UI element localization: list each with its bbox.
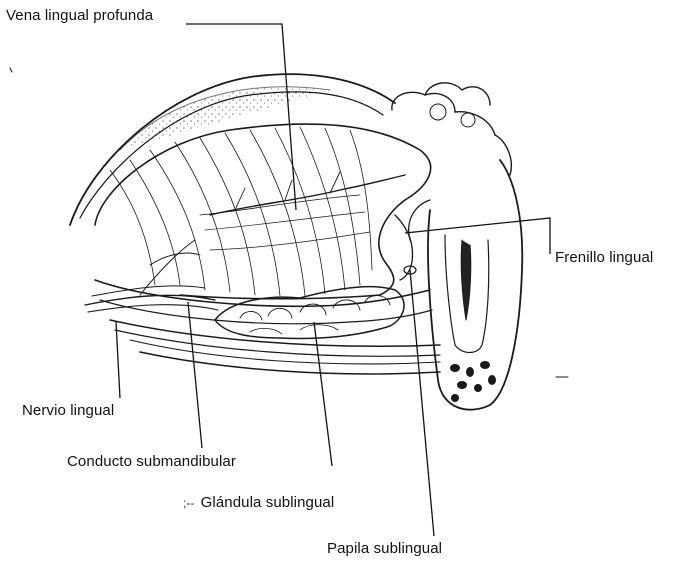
label-glandula-sublingual: ;-- Glándula sublingual	[183, 494, 334, 512]
leader-nervio-lingual	[116, 322, 120, 398]
leader-glandula-sublingual	[314, 322, 332, 466]
bracket-mark-icon: ;--	[183, 496, 195, 510]
label-papila-sublingual: Papila sublingual	[327, 540, 442, 558]
label-conducto-submandibular: Conducto submandibular	[67, 453, 236, 471]
label-vena-lingual-profunda: Vena lingual profunda	[6, 7, 153, 25]
leader-frenillo-lingual	[405, 218, 550, 254]
label-nervio-lingual: Nervio lingual	[22, 402, 114, 420]
leader-conducto-submandibular	[188, 302, 202, 448]
label-glandula-sublingual-text: Glándula sublingual	[201, 494, 335, 511]
label-frenillo-lingual: Frenillo lingual	[555, 249, 653, 267]
